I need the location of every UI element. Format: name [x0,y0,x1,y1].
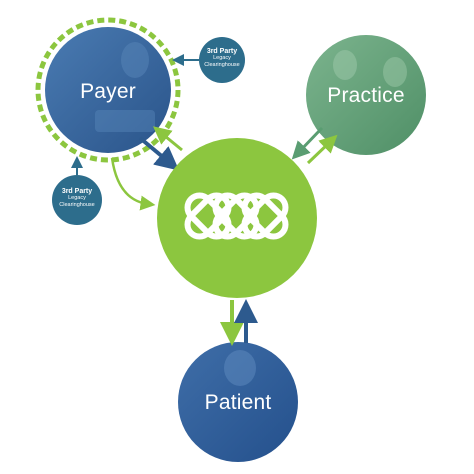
payer-photo-desk [95,110,155,132]
payer-dashed-ring [35,17,181,163]
third-party-left-title: 3rd Party [61,188,93,195]
practice-node [306,35,426,155]
patient-label: Patient [204,391,272,414]
third-party-left-circle [52,175,102,225]
third-party-top-text: 3rd Party Legacy Clearinghouse [199,48,245,69]
arrow-payer-curve-to-hub [110,157,156,211]
third-party-top-circle [199,37,245,83]
payer-node [35,17,181,163]
arrow-hub-to-payer [153,126,183,152]
payer-photo-figure [121,42,149,78]
arrow-practice-to-hub [291,126,324,160]
third-party-left-sub2: Clearinghouse [59,202,95,208]
third-party-left-sub1: Legacy [68,195,86,201]
hub-circle [157,138,317,298]
interlocking-logo-icon [184,192,289,240]
arrow-payer-to-hub [138,136,180,171]
third-party-top-title: 3rd Party [206,48,238,55]
third-party-left-text: 3rd Party Legacy Clearinghouse [54,188,100,209]
patient-node [178,342,298,462]
arrow-hub-to-practice [306,134,338,165]
practice-photo-figure-b [383,57,407,87]
practice-label: Practice [327,84,405,107]
patient-photo-figure [224,350,256,386]
payer-label: Payer [80,80,136,103]
third-party-top-sub1: Legacy [213,55,231,61]
patient-circle [178,342,298,462]
third-party-top-sub2: Clearinghouse [204,62,240,68]
practice-photo-figure-a [333,50,357,80]
hub-node [157,138,317,298]
